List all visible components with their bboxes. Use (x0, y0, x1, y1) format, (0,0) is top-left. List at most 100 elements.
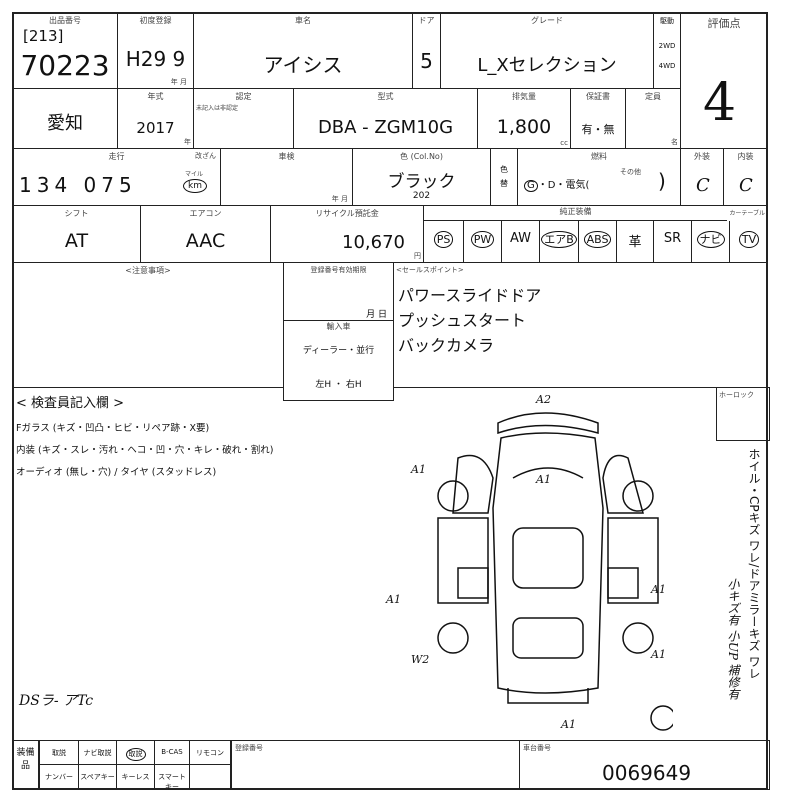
accessory-item: 取説 (39, 740, 79, 765)
lock-label: ホーロック (719, 391, 754, 399)
damage-mark: W2 (411, 653, 430, 666)
drive-label: 駆動 (660, 17, 674, 25)
equipment-item-label: PW (470, 231, 495, 248)
accessory-item: B-CAS (154, 740, 190, 765)
exterior-value: C (696, 175, 710, 196)
regno-label: 登録番号 (235, 744, 263, 752)
chassis-label: 車台番号 (523, 744, 551, 752)
equipment-item: PS (424, 221, 463, 262)
sales-points-list: パワースライドドア プッシュスタート バックカメラ (398, 283, 541, 358)
mileage-unit-km: km (183, 179, 207, 193)
interior-cell: 内装 C (723, 148, 768, 206)
first-reg-label: 初度登録 (139, 16, 172, 25)
color-label: 色 (Col.No) (400, 152, 443, 161)
color-value: ブラック (387, 172, 456, 192)
inspector-handwritten-note: DSラ- アTc (19, 693, 94, 709)
notes-cell: <注意事項> (12, 262, 284, 388)
accessory-item: ナビ取説 (78, 740, 117, 765)
score-value: 4 (703, 73, 737, 133)
color-code: 202 (412, 191, 431, 201)
color-change-label: 色替 (490, 148, 518, 206)
registration-unit: 月 日 (366, 310, 387, 320)
car-name-cell: 車名 アイシス (193, 12, 413, 89)
fuel-other-label: その他 (620, 168, 641, 176)
recycle-cell: リサイクル預託金 10,670 円 (270, 205, 424, 263)
accessories-label: 装備品 (12, 740, 39, 790)
registration-label: 登録番号有効期限 (310, 266, 367, 274)
equipment-item: ナビ (691, 221, 729, 262)
notes-label: <注意事項> (125, 266, 171, 275)
displacement-label: 排気量 (512, 92, 536, 101)
displacement-cell: 排気量 1,800 cc (477, 88, 571, 149)
mileage-value: 134 075 (19, 173, 137, 197)
sales-point: プッシュスタート (398, 311, 527, 330)
accessory-item: ナンバー (39, 764, 79, 789)
inspector-label: < 検査員記入欄 > (16, 396, 125, 411)
drive-2wd: 2WD (658, 42, 676, 50)
model-value: DBA - ZGM10G (317, 117, 454, 138)
inspector-line: 内装 (キズ・スレ・汚れ・ヘコ・凹・穴・キレ・破れ・割れ) (16, 445, 274, 456)
equipment-item: 革 (616, 221, 653, 262)
lot-number: 70223 (20, 49, 110, 82)
accessory-item: スマートキー (154, 764, 190, 791)
import-label: 輸入車 (326, 322, 351, 331)
damage-mark: A1 (411, 463, 426, 476)
damage-mark: A1 (536, 473, 551, 486)
damage-mark: A1 (561, 718, 576, 731)
inspector-line: オーディオ (無し・穴) / タイヤ (スタッドレス) (16, 467, 217, 478)
shift-value: AT (64, 230, 89, 252)
sales-points-cell: <セールスポイント> パワースライドドア プッシュスタート バックカメラ (393, 262, 768, 388)
model-cell: 型式 DBA - ZGM10G (293, 88, 478, 149)
cert-cell: 認定 未記入は非認定 (193, 88, 294, 149)
chassis-number: 0069649 (602, 761, 692, 785)
sales-points-label: <セールスポイント> (396, 266, 464, 274)
registration-cell: 登録番号有効期限 月 日 輸入車 ディーラー・並行 左H ・ 右H (283, 262, 394, 401)
inspection-cell: 車検 年 月 (220, 148, 353, 206)
equipment-item: エアB (539, 221, 578, 262)
equipment-item-label: ABS (583, 231, 612, 248)
regno-cell: 登録番号 (231, 740, 520, 790)
doors-cell: ドア 5 (412, 12, 441, 89)
damage-mark: A1 (651, 583, 666, 596)
inspector-lines: Fガラス (キズ・凹凸・ヒビ・リペア跡・X要) 内装 (キズ・スレ・汚れ・ヘコ・… (16, 418, 273, 484)
color-cell: 色 (Col.No) ブラック 202 (352, 148, 491, 206)
import-value: ディーラー・並行 (302, 346, 375, 356)
fuel-selected: G (524, 180, 538, 192)
year-cell: 年式 2017 年 (117, 88, 194, 149)
grade-label: グレード (531, 16, 563, 25)
lock-box: ホーロック (716, 387, 770, 441)
capacity-unit: 名 (671, 138, 678, 146)
car-name-value: アイシス (263, 53, 343, 77)
fuel-options: G・D・電気( (524, 176, 589, 192)
accessory-item (189, 764, 231, 789)
inspector-line: Fガラス (キズ・凹凸・ヒビ・リペア跡・X要) (16, 423, 210, 434)
sales-point: パワースライドドア (398, 286, 542, 305)
damage-mark: A1 (386, 593, 401, 606)
equipment-item-label: PS (433, 231, 454, 248)
fuel-label: 燃料 (591, 152, 607, 161)
lot-label: 出品番号 (49, 16, 81, 25)
capacity-cell: 定員 名 (625, 88, 681, 149)
year-unit: 年 (184, 138, 191, 146)
region-cell: 愛知 (12, 88, 118, 149)
car-name-label: 車名 (295, 16, 311, 25)
damage-mark: A2 (536, 393, 551, 406)
equipment-item-label: SR (663, 231, 682, 246)
exterior-label: 外装 (694, 152, 710, 161)
equipment-item: AW (501, 221, 539, 262)
first-reg-unit: 年 月 (170, 78, 187, 86)
year-value: 2017 (136, 119, 175, 137)
aircon-label: エアコン (189, 209, 222, 218)
equipment-item-label: エアB (541, 231, 577, 248)
equipment-item: ABS (578, 221, 616, 262)
sales-point: バックカメラ (398, 336, 495, 355)
first-reg-value: H29 9 (125, 47, 186, 71)
exterior-cell: 外装 C (680, 148, 724, 206)
year-label: 年式 (147, 92, 164, 101)
chassis-cell: 車台番号 0069649 (519, 740, 770, 790)
cert-label: 認定 (235, 92, 252, 101)
interior-value: C (739, 175, 753, 196)
